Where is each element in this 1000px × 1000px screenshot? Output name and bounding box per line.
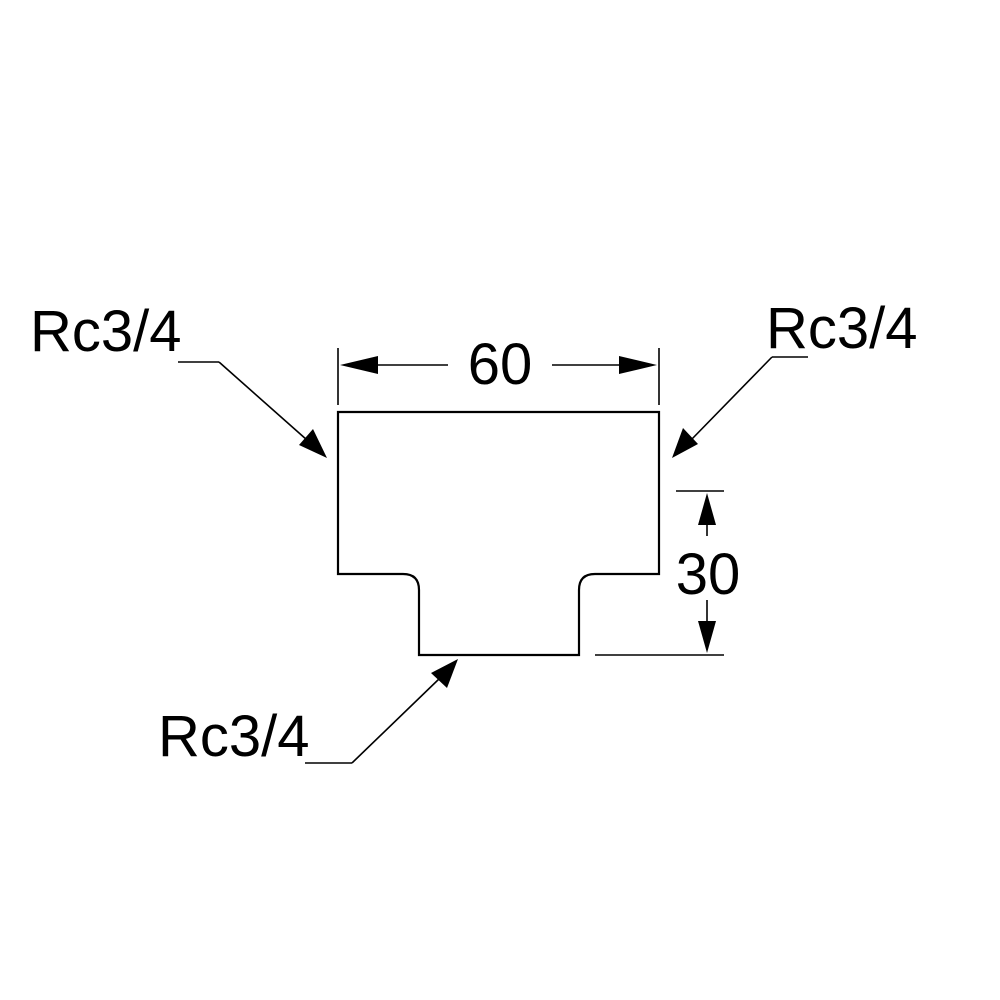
left-port-arrow <box>299 429 327 458</box>
left-port-label: Rc3/4 <box>30 299 182 364</box>
bottom-port-label: Rc3/4 <box>158 704 310 769</box>
right-port-arrow <box>672 428 698 458</box>
width-dimension: 60 <box>337 332 660 405</box>
right-port-leader <box>690 356 773 441</box>
left-port-callout: Rc3/4 <box>30 299 327 458</box>
right-port-callout: Rc3/4 <box>672 296 918 458</box>
height-arrow-bottom <box>698 621 716 653</box>
height-dimension-label: 30 <box>676 542 741 607</box>
height-arrow-top <box>698 493 716 525</box>
left-port-leader <box>218 361 308 441</box>
bottom-port-arrow <box>431 659 458 688</box>
right-port-label: Rc3/4 <box>766 296 918 361</box>
tee-fitting-outline <box>336 410 661 657</box>
width-arrow-right <box>619 356 657 374</box>
width-dimension-label: 60 <box>468 332 533 397</box>
bottom-port-callout: Rc3/4 <box>158 659 458 769</box>
width-arrow-left <box>340 356 378 374</box>
height-dimension: 30 <box>595 490 741 656</box>
bottom-port-leader <box>351 677 441 764</box>
